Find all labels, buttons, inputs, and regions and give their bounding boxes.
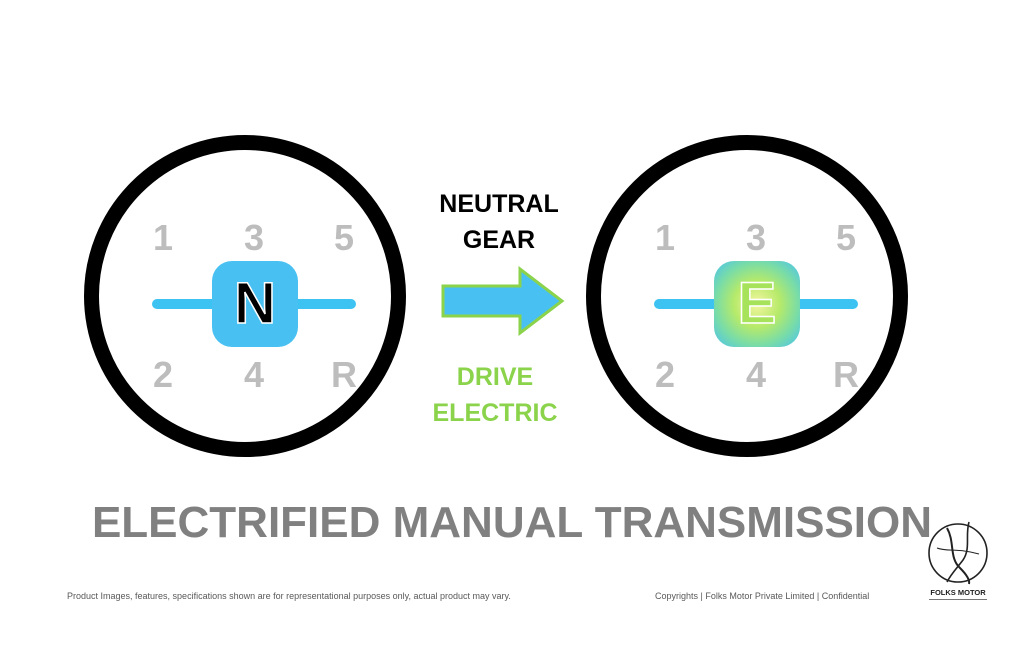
knob-letter: E [737,270,777,337]
label-line: GEAR [462,226,536,254]
label-line: DRIVE [456,363,534,391]
gear-number: 2 [654,354,676,395]
gear-number: 5 [333,217,355,258]
knob-letter: N [233,270,276,337]
electric-knob: E [714,261,800,347]
neutral-gear-dial: 1 3 5 N 2 4 R [84,135,406,457]
gear-number: 3 [745,217,767,258]
label-line: ELECTRIC [432,399,558,427]
gear-number: R [331,354,357,395]
gear-number: 3 [243,217,265,258]
folks-motor-logo-icon: FOLKS MOTOR [925,518,991,610]
gear-number: R [833,354,859,395]
electric-gear-dial: 1 3 5 E 2 4 R [586,135,908,457]
neutral-gear-label: NEUTRAL GEAR [419,186,579,258]
right-arrow-icon [440,265,566,337]
gear-number: 5 [835,217,857,258]
gear-number: 2 [152,354,174,395]
footer-disclaimer: Product Images, features, specifications… [67,591,511,601]
neutral-knob: N [212,261,298,347]
gear-number: 4 [243,354,265,395]
slide-title: ELECTRIFIED MANUAL TRANSMISSION [91,498,933,547]
label-line: NEUTRAL [439,190,559,218]
footer-copyright: Copyrights | Folks Motor Private Limited… [655,591,870,601]
gear-number: 4 [745,354,767,395]
gear-number: 1 [152,217,174,258]
drive-electric-label: DRIVE ELECTRIC [415,359,575,431]
logo-wordmark: FOLKS MOTOR [930,588,986,597]
logo-tagline-mark [929,599,987,600]
gear-number: 1 [654,217,676,258]
